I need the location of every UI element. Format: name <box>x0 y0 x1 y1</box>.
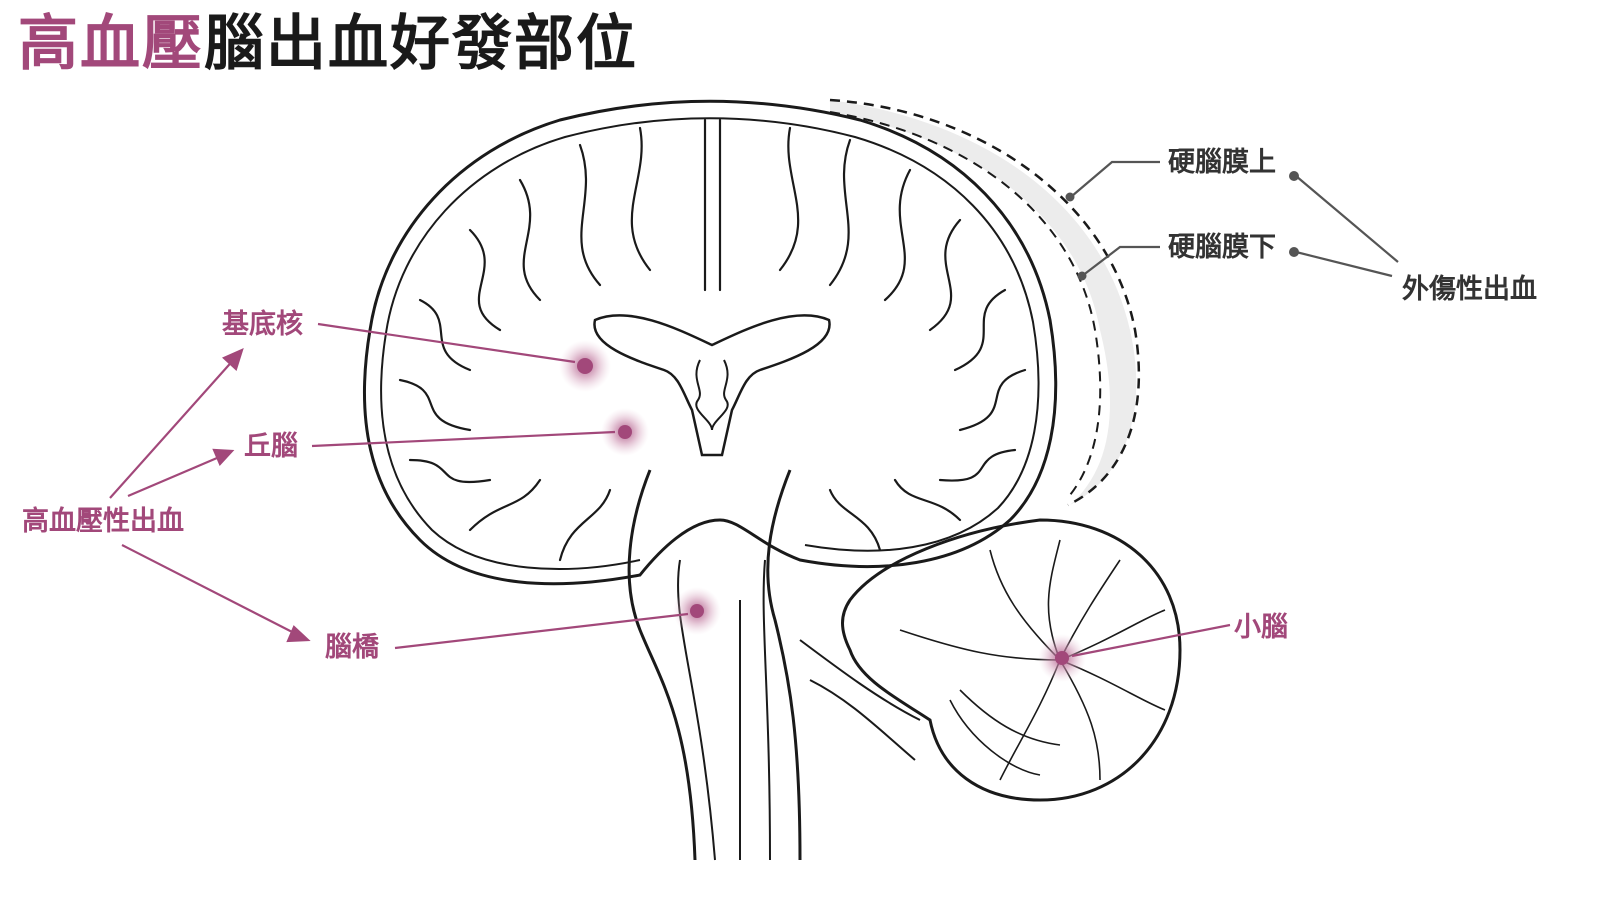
arrow-to-thalamus <box>127 453 225 498</box>
label-pons: 腦橋 <box>325 632 379 663</box>
leader-epidural <box>1071 160 1160 197</box>
cerebrum-inner-outline <box>380 117 1040 570</box>
title-rest: 腦出血好發部位 <box>204 9 638 79</box>
cerebellar-tentorium <box>799 639 921 761</box>
leader-cerebellum <box>1071 623 1231 658</box>
page-title: 高血壓腦出血好發部位 <box>18 14 638 74</box>
lateral-ventricle <box>593 314 831 457</box>
arrowhead-thalamus <box>212 448 235 466</box>
label-subdural: 硬腦膜下 <box>1168 232 1276 263</box>
dot-epidural-end <box>1289 171 1299 181</box>
arrow-to-pons <box>121 544 301 637</box>
leader-pons <box>394 612 689 650</box>
dura-dashed-outline <box>829 98 1141 507</box>
dot-epidural-start <box>1065 192 1075 202</box>
label-epidural: 硬腦膜上 <box>1168 147 1276 178</box>
label-thalamus: 丘腦 <box>244 431 298 462</box>
cerebellum-folia <box>899 539 1166 781</box>
spot-cerebellum <box>1038 634 1086 682</box>
label-cerebellum: 小腦 <box>1234 612 1288 643</box>
leader-traumatic-subdural <box>1295 250 1393 278</box>
leader-subdural <box>1081 245 1160 277</box>
label-traumatic-hemorrhage: 外傷性出血 <box>1402 274 1537 305</box>
brainstem-inner <box>677 559 771 861</box>
spot-pons <box>673 587 721 635</box>
arrowhead-basal-ganglia <box>222 348 244 371</box>
cerebellum-outline <box>841 518 1182 802</box>
subdural-space-shading <box>830 100 1137 505</box>
dot-subdural-end <box>1289 247 1299 257</box>
leader-traumatic-epidural <box>1295 175 1399 263</box>
third-ventricle <box>695 359 729 431</box>
dot-subdural-start <box>1077 271 1087 281</box>
label-hypertensive-hemorrhage: 高血壓性出血 <box>22 506 184 537</box>
leader-thalamus <box>311 430 616 448</box>
cortical-folds <box>398 118 1027 562</box>
arrowhead-pons <box>286 625 311 643</box>
leader-basal-ganglia <box>317 322 576 364</box>
label-basal-ganglia: 基底核 <box>222 309 303 340</box>
brainstem <box>627 469 802 861</box>
arrow-to-basal-ganglia <box>109 356 237 499</box>
spot-basal-ganglia <box>559 340 611 392</box>
spot-thalamus <box>601 408 649 456</box>
title-accent: 高血壓 <box>18 9 204 79</box>
cerebrum-outline <box>362 99 1058 586</box>
inner-dashed-outline <box>829 111 1102 496</box>
